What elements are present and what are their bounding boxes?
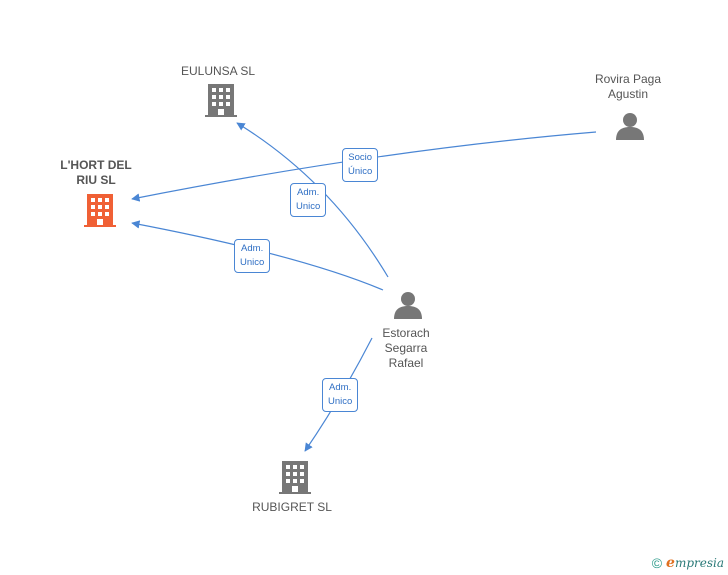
edge-label-line-2: Único [348, 166, 373, 177]
estorach-label[interactable]: Estorach Segarra Rafael [356, 326, 456, 371]
rubigret-label[interactable]: RUBIGRET SL [252, 500, 332, 514]
copyright-icon: © [651, 555, 663, 571]
rubigret-building-icon [279, 461, 311, 494]
lhort-building-icon [84, 194, 116, 227]
edge-label-line-1: Adm. [297, 187, 320, 198]
brand-name: empresia [666, 555, 724, 571]
estorach-label-line-1: Estorach [382, 326, 430, 340]
empresia-brand[interactable]: © empresia [652, 555, 724, 571]
edge-label-adm-unico-lhort[interactable]: Adm. Unico [234, 239, 271, 273]
rovira-label[interactable]: Rovira Paga Agustin [578, 72, 678, 102]
edge-label-line-1: Adm. [329, 382, 352, 393]
edge-label-line-1: Socio [348, 152, 373, 163]
estorach-label-line-3: Rafael [388, 356, 424, 370]
rovira-label-line-1: Rovira Paga [594, 72, 662, 86]
edge-estorach-lhort [131, 220, 384, 291]
eulunsa-label[interactable]: EULUNSA SL [180, 64, 256, 78]
edge-label-line-2: Unico [296, 201, 321, 212]
edge-label-socio-unico[interactable]: Socio Único [342, 148, 379, 182]
estorach-label-line-2: Segarra [384, 341, 428, 355]
edge-label-line-2: Unico [240, 257, 265, 268]
eulunsa-building-icon [205, 84, 237, 117]
lhort-label-line-1: L'HORT DEL [60, 158, 132, 172]
edge-label-line-1: Adm. [241, 243, 264, 254]
estorach-person-icon [394, 292, 422, 319]
edge-label-adm-unico-rubigret[interactable]: Adm. Unico [322, 378, 359, 412]
rovira-person-icon [616, 113, 644, 140]
lhort-label-line-2: RIU SL [76, 173, 116, 187]
edge-label-line-2: Unico [328, 396, 353, 407]
rovira-label-line-2: Agustin [607, 87, 649, 101]
lhort-label[interactable]: L'HORT DEL RIU SL [46, 158, 146, 188]
edge-label-adm-unico-eulunsa[interactable]: Adm. Unico [290, 183, 327, 217]
